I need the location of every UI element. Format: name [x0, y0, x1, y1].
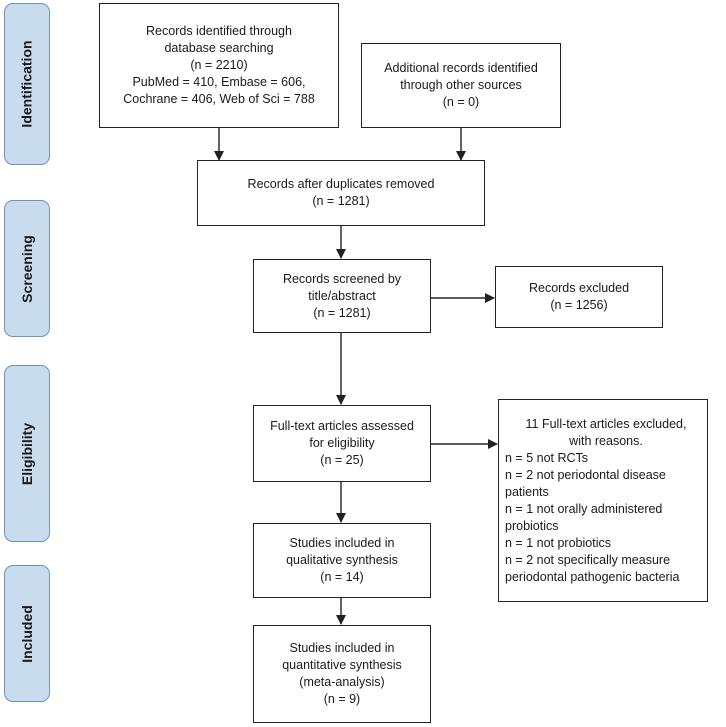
box-text: Studies included in [289, 641, 395, 655]
box-text: (n = 1256) [550, 298, 608, 312]
box-text: Studies included in [289, 536, 395, 550]
box-title: with reasons. [569, 433, 643, 448]
box-text: Additional records identified [384, 61, 538, 75]
box-text: Records identified through [146, 24, 292, 38]
box-text: (meta-analysis) [299, 675, 385, 689]
box-text: Full-text articles assessed [270, 419, 414, 433]
box-text: Records screened by [282, 271, 402, 286]
box-text: Records excluded [528, 281, 630, 295]
box-text: (n = 1281) [313, 305, 371, 320]
exclusion-reason: n = 2 not periodontal disease [505, 467, 666, 482]
exclusion-reason: periodontal pathogenic bacteria [505, 569, 680, 584]
exclusion-reason: n = 1 not probiotics [505, 535, 611, 550]
box-text: for eligibility [309, 436, 375, 450]
box-duplicates-removed: Records after duplicates removed (n = 12… [197, 160, 485, 226]
box-fulltext-excluded: 11 Full-text articles excluded, with rea… [498, 399, 708, 602]
stage-tab-included: Included [4, 565, 50, 702]
box-text: (n = 2210) [190, 58, 248, 72]
box-qualitative-synthesis: Studies included in qualitative synthesi… [253, 523, 431, 598]
box-text: through other sources [400, 78, 522, 92]
box-text: quantitative synthesis [282, 658, 402, 672]
box-text: (n = 25) [320, 453, 364, 467]
stage-tab-screening: Screening [4, 200, 50, 337]
box-text: (n = 1281) [312, 194, 370, 208]
box-text: Records after duplicates removed [247, 177, 435, 191]
box-text: title/abstract [308, 288, 376, 303]
box-screened: Records screened by title/abstract (n = … [253, 259, 431, 333]
stage-tab-identification: Identification [4, 3, 50, 165]
box-text: PubMed = 410, Embase = 606, [132, 75, 306, 89]
box-other-sources: Additional records identified through ot… [361, 43, 561, 128]
box-title: 11 Full-text articles excluded, [525, 416, 687, 431]
box-quantitative-synthesis: Studies included in quantitative synthes… [253, 625, 431, 723]
exclusion-reason: n = 2 not specifically measure [505, 552, 671, 567]
exclusion-reason: n = 5 not RCTs [505, 450, 589, 465]
box-text: database searching [164, 41, 274, 55]
box-records-excluded: Records excluded (n = 1256) [495, 266, 663, 328]
box-text: Cochrane = 406, Web of Sci = 788 [123, 92, 315, 106]
exclusion-reason: probiotics [505, 518, 559, 533]
exclusion-reason: n = 1 not orally administered [505, 501, 663, 516]
box-text: qualitative synthesis [286, 553, 398, 567]
box-text: (n = 14) [320, 570, 364, 584]
stage-tab-eligibility: Eligibility [4, 365, 50, 542]
box-fulltext-assessed: Full-text articles assessed for eligibil… [253, 405, 431, 482]
box-text: (n = 0) [442, 95, 480, 109]
exclusion-reason: patients [505, 484, 549, 499]
box-text: (n = 9) [323, 692, 361, 706]
box-database-search: Records identified through database sear… [99, 3, 339, 128]
